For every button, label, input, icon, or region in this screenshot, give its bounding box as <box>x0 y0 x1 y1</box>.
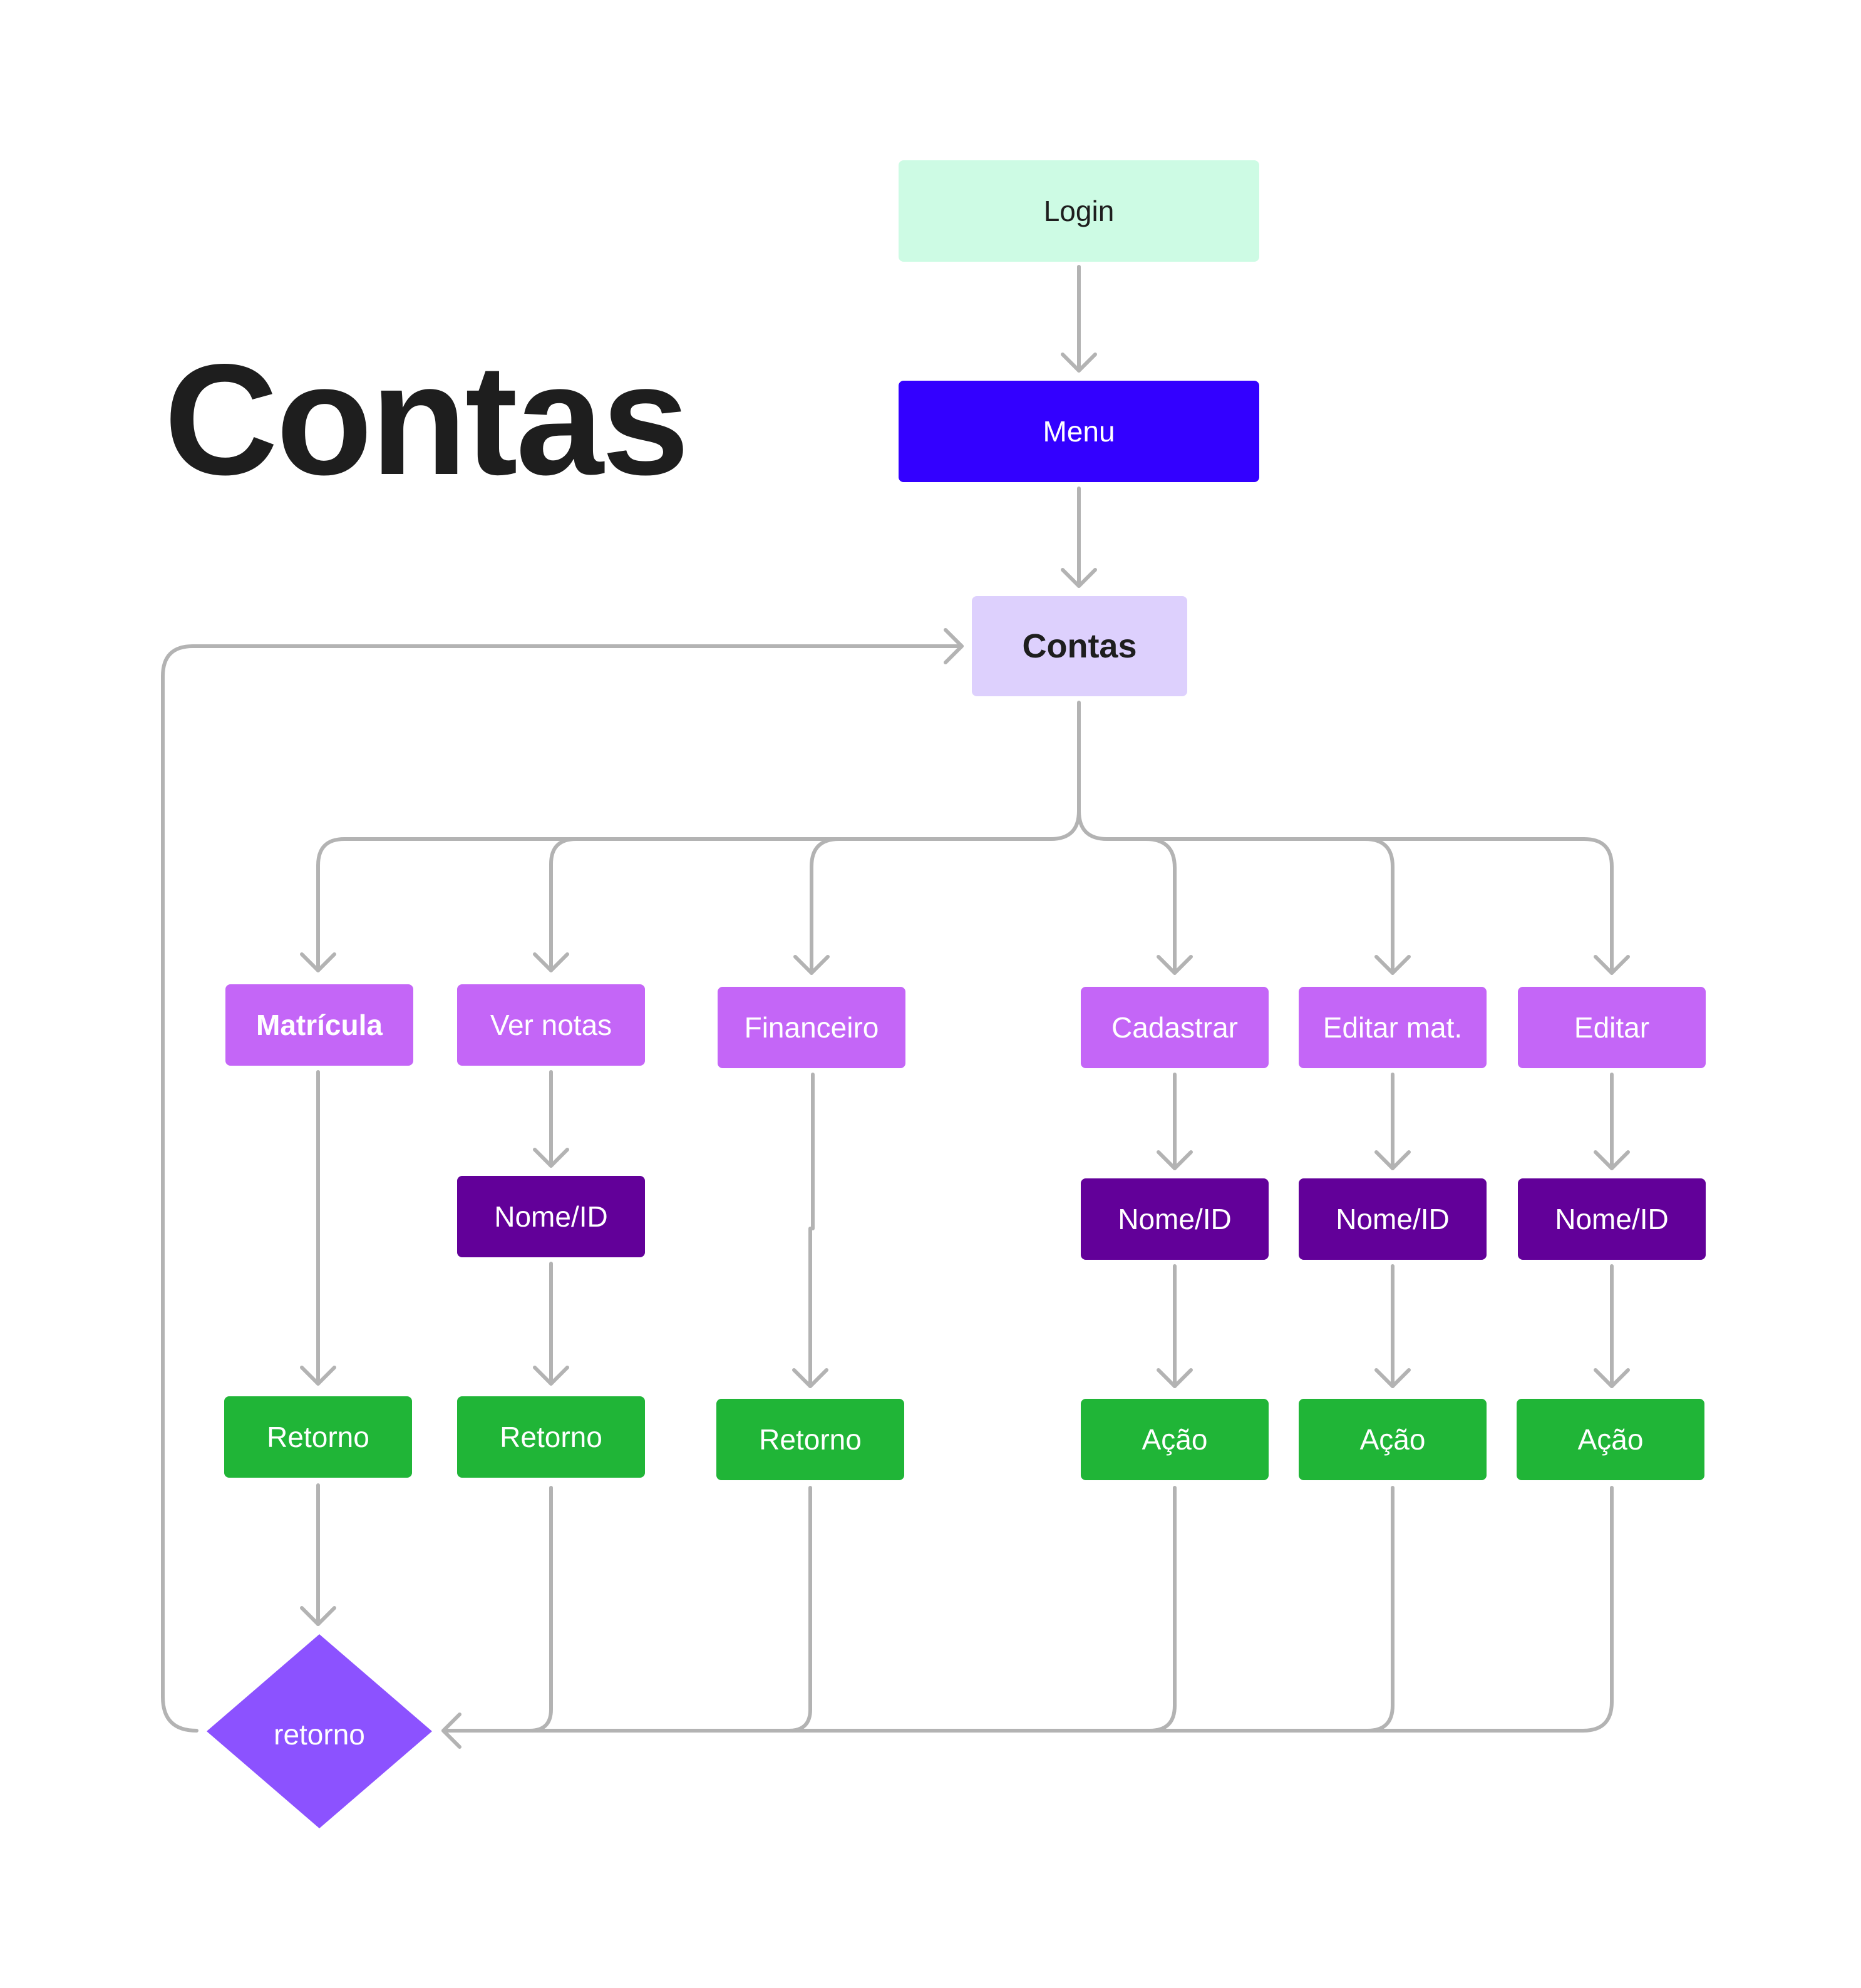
arrowhead-editar-nomeid <box>1594 1150 1630 1170</box>
connector-return-col5 <box>1366 1486 1394 1733</box>
contas-node: Contas <box>972 596 1187 696</box>
arrowhead-nomeid-acao-4 <box>1157 1368 1193 1388</box>
option-ver-notas: Ver notas <box>457 984 645 1066</box>
arrowhead-editar-mat <box>1374 955 1411 975</box>
menu-node: Menu <box>899 381 1259 482</box>
option-cadastrar: Cadastrar <box>1081 987 1269 1068</box>
result-retorno-matricula: Retorno <box>224 1396 412 1478</box>
result-acao-cadastrar: Ação <box>1081 1399 1269 1480</box>
arrowhead-diamond-top <box>300 1606 336 1626</box>
connector-financeiro-retorno <box>808 1073 815 1388</box>
result-acao-editar-mat: Ação <box>1299 1399 1487 1480</box>
arrowhead-matricula-retorno <box>300 1366 336 1386</box>
arrowhead-nomeid-acao-5 <box>1374 1368 1411 1388</box>
arrowhead-menu <box>1061 353 1097 373</box>
connector-branch-financeiro <box>810 837 841 975</box>
arrowhead-cadastrar <box>1157 955 1193 975</box>
option-editar-mat: Editar mat. <box>1299 987 1487 1068</box>
connector-return-col2 <box>528 1486 553 1733</box>
arrowhead-nomeid-retorno-2 <box>533 1366 569 1386</box>
result-acao-editar: Ação <box>1517 1399 1704 1480</box>
arrowhead-cadastrar-nomeid <box>1157 1150 1193 1170</box>
connector-branch-editar-mat <box>1363 837 1394 975</box>
nome-id-ver-notas: Nome/ID <box>457 1176 645 1257</box>
nome-id-editar: Nome/ID <box>1518 1178 1706 1260</box>
connector-branch-cadastrar <box>1144 837 1177 975</box>
result-retorno-ver-notas: Retorno <box>457 1396 645 1478</box>
page-title: Contas <box>164 332 689 508</box>
connector-return-col4 <box>1148 1486 1177 1733</box>
result-retorno-financeiro: Retorno <box>716 1399 904 1480</box>
arrowhead-diamond-right <box>441 1712 461 1749</box>
nome-id-editar-mat: Nome/ID <box>1299 1178 1487 1260</box>
arrowhead-editar-mat-nomeid <box>1374 1150 1411 1170</box>
connector-branch-matricula <box>316 809 1081 972</box>
arrowhead-financeiro-retorno <box>792 1368 828 1388</box>
retorno-decision-label: retorno <box>274 1718 365 1751</box>
connector-return-col3 <box>787 1486 812 1733</box>
option-matricula: Matrícula <box>225 984 413 1066</box>
arrowhead-ver-notas <box>533 952 569 972</box>
connector-branch-right <box>1077 809 1614 975</box>
connector-loop-contas <box>161 644 964 1733</box>
connector-return-bus <box>441 1486 1614 1733</box>
option-editar: Editar <box>1518 987 1706 1068</box>
option-financeiro: Financeiro <box>718 987 905 1068</box>
arrowhead-editar <box>1594 955 1630 975</box>
arrowhead-financeiro <box>793 955 830 975</box>
connector-branch-ver-notas <box>549 837 578 972</box>
arrowhead-nomeid-acao-6 <box>1594 1368 1630 1388</box>
arrowhead-contas <box>1061 568 1097 588</box>
nome-id-cadastrar: Nome/ID <box>1081 1178 1269 1260</box>
login-node: Login <box>899 160 1259 262</box>
arrowhead-matricula <box>300 952 336 972</box>
arrowhead-loop-contas <box>944 628 964 664</box>
arrowhead-ver-notas-nomeid <box>533 1148 569 1168</box>
